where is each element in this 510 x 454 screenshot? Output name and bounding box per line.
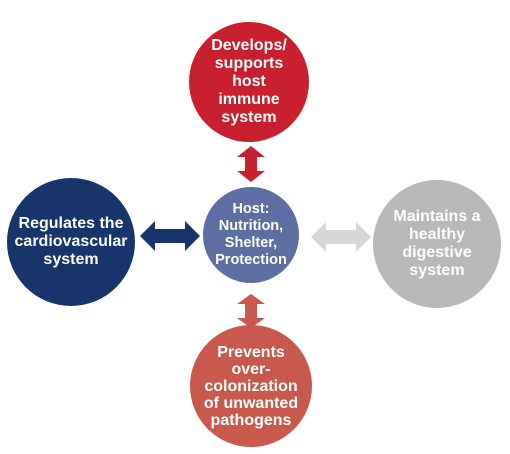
double-arrow-bottom-shape [237, 294, 265, 328]
node-digestive-label: Maintains a healthy digestive system [393, 208, 481, 279]
node-immune-system-label: Develops/ supports host immune system [211, 37, 287, 126]
double-arrow-left [140, 221, 200, 251]
double-arrow-left-shape [140, 221, 200, 251]
node-immune-system: Develops/ supports host immune system [189, 22, 309, 142]
node-host: Host: Nutrition, Shelter, Protection [203, 187, 299, 283]
double-arrow-bottom [237, 294, 265, 328]
node-cardiovascular: Regulates the cardiovascular system [7, 178, 135, 306]
double-arrow-right-shape [311, 222, 371, 252]
double-arrow-top-shape [237, 146, 265, 182]
node-digestive: Maintains a healthy digestive system [373, 180, 501, 308]
node-cardiovascular-label: Regulates the cardiovascular system [14, 215, 128, 268]
double-arrow-right [311, 222, 371, 252]
node-host-label: Host: Nutrition, Shelter, Protection [215, 201, 287, 268]
double-arrow-top [237, 146, 265, 182]
node-pathogens: Prevents over- colonization of unwanted … [190, 325, 312, 447]
node-pathogens-label: Prevents over- colonization of unwanted … [203, 343, 299, 429]
